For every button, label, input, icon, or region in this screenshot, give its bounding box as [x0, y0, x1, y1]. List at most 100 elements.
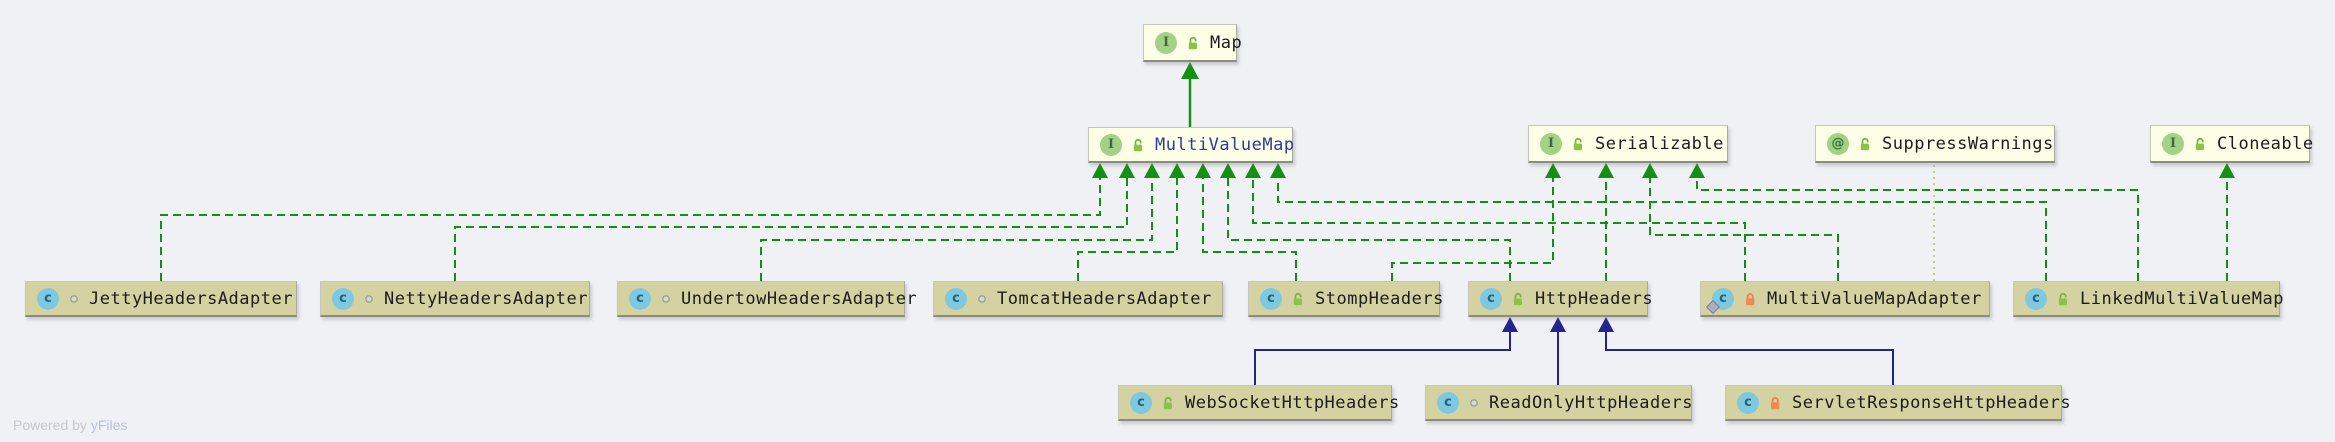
arrowhead-tomcat-multivaluemap — [1169, 163, 1185, 178]
locked-visibility — [1768, 395, 1783, 411]
public-lock-icon — [2058, 292, 2067, 305]
yfiles-link[interactable]: yFiles — [90, 417, 128, 433]
edge-linkedmvm-multivaluemap — [1277, 178, 2047, 281]
arrowhead-readonly-httpheaders — [1550, 317, 1566, 332]
public-visibility — [1291, 291, 1306, 307]
node-undertowheadersadapter[interactable]: c UndertowHeadersAdapter — [617, 281, 917, 317]
public-visibility — [1571, 136, 1586, 152]
final-marker-icon — [1705, 299, 1721, 314]
arrowhead-undertow-multivaluemap — [1144, 163, 1160, 178]
public-visibility — [1161, 395, 1176, 411]
arrowhead-linkedmvm-cloneable — [2219, 163, 2235, 178]
interface-icon: I — [1540, 132, 1562, 155]
node-serializable[interactable]: I Serializable — [1528, 125, 1728, 163]
edge-stomp-serializable — [1391, 178, 1554, 281]
node-label: SuppressWarnings — [1882, 133, 2054, 154]
class-icon: c — [1737, 391, 1759, 414]
node-label: JettyHeadersAdapter — [89, 288, 293, 309]
node-httpheaders[interactable]: c HttpHeaders — [1468, 281, 1653, 317]
node-label: TomcatHeadersAdapter — [997, 288, 1212, 309]
node-label: NettyHeadersAdapter — [384, 288, 588, 309]
node-multivaluemap[interactable]: I MultiValueMap — [1088, 127, 1295, 163]
node-label: MultiValueMap — [1155, 134, 1295, 155]
public-lock-icon — [1163, 396, 1172, 409]
edge-undertow-multivaluemap — [760, 178, 1153, 281]
public-lock-icon — [2195, 137, 2204, 150]
package-visibility — [363, 293, 375, 305]
public-lock-icon — [1860, 137, 1869, 150]
node-linkedmultivaluemap[interactable]: c LinkedMultiValueMap — [2013, 281, 2283, 317]
node-label: UndertowHeadersAdapter — [681, 288, 918, 309]
node-label: ReadOnlyHttpHeaders — [1489, 392, 1693, 413]
watermark-text: Powered by — [13, 417, 91, 433]
edge-netty-multivaluemap — [454, 178, 1128, 281]
edge-tomcat-multivaluemap — [1077, 178, 1178, 281]
arrowhead-mvmadapter-multivaluemap — [1245, 163, 1261, 178]
public-visibility — [1186, 35, 1201, 51]
annotation-icon: @ — [1827, 132, 1849, 155]
arrowhead-netty-multivaluemap — [1119, 163, 1135, 178]
class-icon: c — [37, 287, 59, 310]
package-visibility-icon — [978, 294, 986, 303]
arrowhead-multivaluemap-map — [1181, 62, 1199, 79]
node-nettyheadersadapter[interactable]: c NettyHeadersAdapter — [320, 281, 590, 317]
class-icon: c — [945, 287, 967, 310]
class-icon: c — [629, 287, 651, 310]
arrowhead-stomp-multivaluemap — [1195, 163, 1211, 178]
arrowhead-websocket-httpheaders — [1502, 317, 1518, 332]
public-lock-icon — [1133, 138, 1142, 151]
private-lock-icon — [1746, 292, 1755, 305]
package-visibility — [1468, 397, 1480, 409]
arrowhead-httpheaders-serializable — [1598, 163, 1614, 178]
node-label: MultiValueMapAdapter — [1767, 288, 1982, 309]
private-lock-icon — [1771, 396, 1780, 409]
public-visibility — [1131, 137, 1146, 153]
class-icon: c — [2025, 287, 2047, 310]
edge-websocket-httpheaders — [1254, 332, 1511, 385]
arrowhead-stomp-serializable — [1545, 163, 1561, 178]
arrowhead-linkedmvm-multivaluemap — [1270, 163, 1286, 178]
class-icon: c — [332, 287, 354, 310]
node-label: Serializable — [1595, 133, 1724, 154]
package-visibility-icon — [1470, 398, 1478, 407]
interface-icon: I — [1100, 133, 1122, 156]
node-label: HttpHeaders — [1535, 288, 1654, 309]
class-icon: c — [1480, 287, 1502, 310]
class-icon: c — [1260, 287, 1282, 310]
public-lock-icon — [1513, 292, 1522, 305]
node-multivaluemapadapter[interactable]: c MultiValueMapAdapter — [1700, 281, 1990, 317]
edge-servlet-httpheaders — [1605, 332, 1894, 385]
edge-httpheaders-multivaluemap — [1227, 178, 1511, 281]
arrowhead-servlet-httpheaders — [1598, 317, 1614, 332]
node-label: Map — [1210, 32, 1243, 53]
locked-visibility — [1743, 291, 1758, 307]
class-icon: c — [1437, 391, 1459, 414]
node-jettyheadersadapter[interactable]: c JettyHeadersAdapter — [25, 281, 297, 317]
public-lock-icon — [1573, 137, 1582, 150]
node-label: LinkedMultiValueMap — [2080, 288, 2284, 309]
node-suppresswarnings[interactable]: @ SuppressWarnings — [1815, 125, 2055, 163]
node-stompheaders[interactable]: c StompHeaders — [1248, 281, 1443, 317]
package-visibility-icon — [365, 294, 373, 303]
class-icon: c — [1705, 287, 1734, 314]
edge-jetty-multivaluemap — [160, 178, 1101, 281]
edge-linkedmvm-serializable — [1696, 178, 2139, 281]
package-visibility — [660, 293, 672, 305]
public-visibility — [1858, 136, 1873, 152]
package-visibility-icon — [70, 294, 78, 303]
public-lock-icon — [1188, 36, 1197, 49]
arrowhead-mvmadapter-serializable — [1642, 163, 1658, 178]
node-label: WebSocketHttpHeaders — [1185, 392, 1400, 413]
arrowhead-jetty-multivaluemap — [1092, 163, 1108, 178]
node-readonlyhttpheaders[interactable]: c ReadOnlyHttpHeaders — [1425, 385, 1692, 421]
node-label: Cloneable — [2217, 133, 2314, 154]
arrowhead-linkedmvm-serializable — [1689, 163, 1705, 178]
public-visibility — [2056, 291, 2071, 307]
node-tomcatheadersadapter[interactable]: c TomcatHeadersAdapter — [933, 281, 1223, 317]
package-visibility-icon — [662, 294, 670, 303]
node-label: StompHeaders — [1315, 288, 1444, 309]
